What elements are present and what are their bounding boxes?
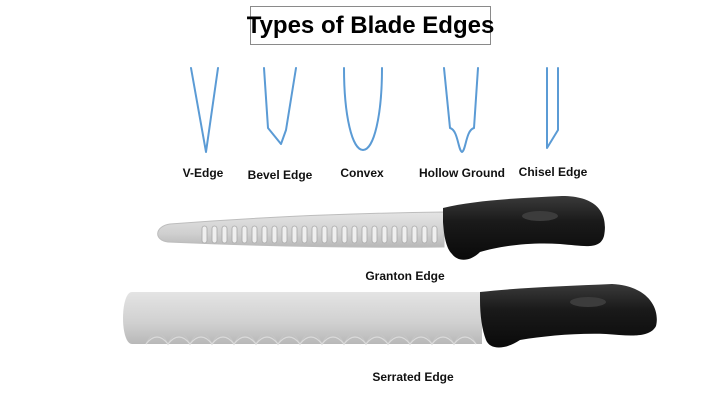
bevel-edge-label: Bevel Edge bbox=[247, 168, 313, 182]
convex-label: Convex bbox=[340, 166, 384, 180]
granton-handle bbox=[443, 196, 605, 260]
serrated-edge-label: Serrated Edge bbox=[372, 370, 454, 384]
serrated-knife-icon bbox=[123, 284, 657, 348]
page-title: Types of Blade Edges bbox=[246, 11, 495, 39]
hollow-ground-label: Hollow Ground bbox=[419, 166, 505, 180]
chisel-edge-label: Chisel Edge bbox=[518, 165, 588, 179]
serrated-handle bbox=[480, 284, 657, 348]
v-edge-label: V-Edge bbox=[182, 166, 224, 180]
granton-handle-logo bbox=[522, 211, 558, 221]
granton-blade bbox=[157, 211, 445, 248]
serrated-blade bbox=[123, 292, 482, 344]
chisel-edge-profile-icon bbox=[546, 67, 559, 149]
granton-edge-label: Granton Edge bbox=[365, 269, 445, 283]
title-box: Types of Blade Edges bbox=[247, 6, 494, 45]
serrated-teeth bbox=[145, 332, 477, 346]
hollow-ground-profile-icon bbox=[443, 67, 479, 153]
granton-dimples bbox=[201, 225, 438, 244]
serrated-handle-logo bbox=[570, 297, 606, 307]
v-edge-profile-icon bbox=[190, 67, 219, 153]
convex-edge-profile-icon bbox=[343, 67, 383, 151]
bevel-edge-profile-icon bbox=[263, 67, 297, 145]
granton-knife-icon bbox=[157, 196, 605, 260]
